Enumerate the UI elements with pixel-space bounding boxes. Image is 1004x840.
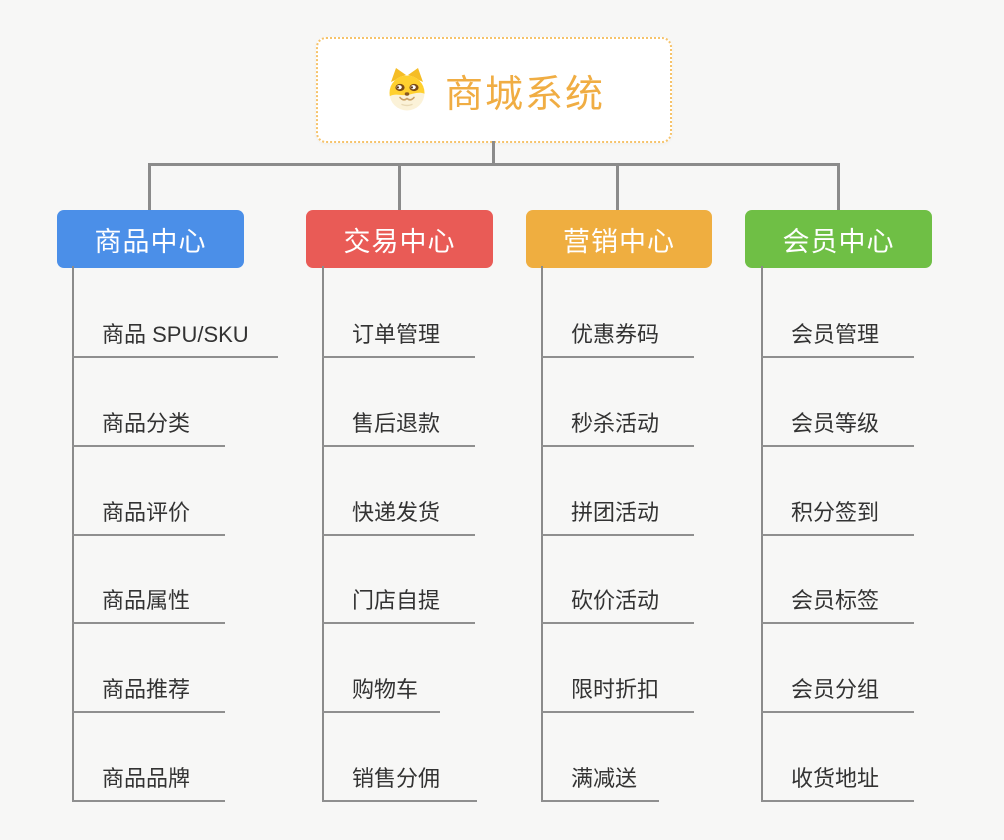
leaf-label: 商品分类 (102, 411, 191, 436)
leaf-label: 订单管理 (352, 322, 441, 347)
leaf-label: 商品品牌 (102, 766, 191, 791)
connector-drop-2 (398, 163, 401, 212)
leaf-node[interactable]: 积分签到 (761, 490, 914, 536)
leaf-label: 秒杀活动 (571, 411, 660, 436)
leaf-node[interactable]: 拼团活动 (541, 490, 694, 536)
leaf-label: 积分签到 (791, 500, 880, 525)
leaf-node[interactable]: 收货地址 (761, 756, 914, 802)
leaf-node[interactable]: 商品分类 (72, 401, 225, 447)
connector-rail (148, 163, 840, 166)
branch-label: 交易中心 (343, 226, 456, 257)
leaf-label: 商品评价 (102, 500, 191, 525)
dog-face-icon (389, 68, 425, 111)
leaf-node[interactable]: 购物车 (322, 667, 440, 713)
leaf-node[interactable]: 会员等级 (761, 401, 914, 447)
leaf-node[interactable]: 满减送 (541, 756, 659, 802)
branch-node-product-center[interactable]: 商品中心 (57, 210, 244, 268)
spine-member-center (761, 266, 763, 800)
leaf-label: 砍价活动 (571, 588, 660, 613)
leaf-node[interactable]: 商品 SPU/SKU (72, 312, 278, 358)
connector-drop-1 (148, 163, 151, 212)
branch-label: 会员中心 (782, 226, 895, 257)
connector-root-stub (492, 141, 495, 165)
leaf-label: 售后退款 (352, 411, 441, 436)
leaf-node[interactable]: 订单管理 (322, 312, 475, 358)
leaf-label: 会员分组 (791, 677, 880, 702)
leaf-node[interactable]: 会员分组 (761, 667, 914, 713)
branch-node-marketing-center[interactable]: 营销中心 (526, 210, 712, 268)
leaf-label: 优惠券码 (571, 322, 660, 347)
leaf-label: 限时折扣 (571, 677, 660, 702)
branch-label: 营销中心 (563, 226, 675, 257)
leaf-label: 销售分佣 (352, 766, 441, 791)
root-node[interactable]: 商城系统 (316, 37, 672, 143)
leaf-label: 会员管理 (791, 322, 880, 347)
leaf-label: 拼团活动 (571, 500, 660, 525)
leaf-node[interactable]: 会员标签 (761, 578, 914, 624)
spine-marketing-center (541, 266, 543, 800)
leaf-label: 会员等级 (791, 411, 880, 436)
leaf-node[interactable]: 商品评价 (72, 490, 225, 536)
leaf-label: 购物车 (352, 677, 419, 702)
leaf-label: 满减送 (571, 766, 638, 791)
leaf-label: 收货地址 (791, 766, 880, 791)
leaf-node[interactable]: 限时折扣 (541, 667, 694, 713)
leaf-node[interactable]: 门店自提 (322, 578, 475, 624)
root-title: 商城系统 (444, 73, 605, 116)
leaf-node[interactable]: 商品属性 (72, 578, 225, 624)
leaf-label: 快递发货 (352, 500, 441, 525)
branch-node-member-center[interactable]: 会员中心 (745, 210, 932, 268)
leaf-node[interactable]: 商品推荐 (72, 667, 225, 713)
leaf-node[interactable]: 优惠券码 (541, 312, 694, 358)
leaf-node[interactable]: 会员管理 (761, 312, 914, 358)
leaf-node[interactable]: 快递发货 (322, 490, 475, 536)
leaf-label: 会员标签 (791, 588, 880, 613)
spine-product-center (72, 266, 74, 800)
leaf-label: 商品属性 (102, 588, 191, 613)
leaf-node[interactable]: 秒杀活动 (541, 401, 694, 447)
branch-node-trade-center[interactable]: 交易中心 (306, 210, 493, 268)
leaf-node[interactable]: 砍价活动 (541, 578, 694, 624)
spine-trade-center (322, 266, 324, 800)
leaf-label: 商品推荐 (102, 677, 191, 702)
leaf-node[interactable]: 销售分佣 (322, 756, 477, 802)
connector-drop-3 (616, 163, 619, 212)
connector-drop-4 (837, 163, 840, 212)
leaf-label: 门店自提 (352, 588, 441, 613)
leaf-node[interactable]: 售后退款 (322, 401, 475, 447)
leaf-node[interactable]: 商品品牌 (72, 756, 225, 802)
branch-label: 商品中心 (94, 226, 207, 257)
leaf-label: 商品 SPU/SKU (102, 322, 249, 347)
